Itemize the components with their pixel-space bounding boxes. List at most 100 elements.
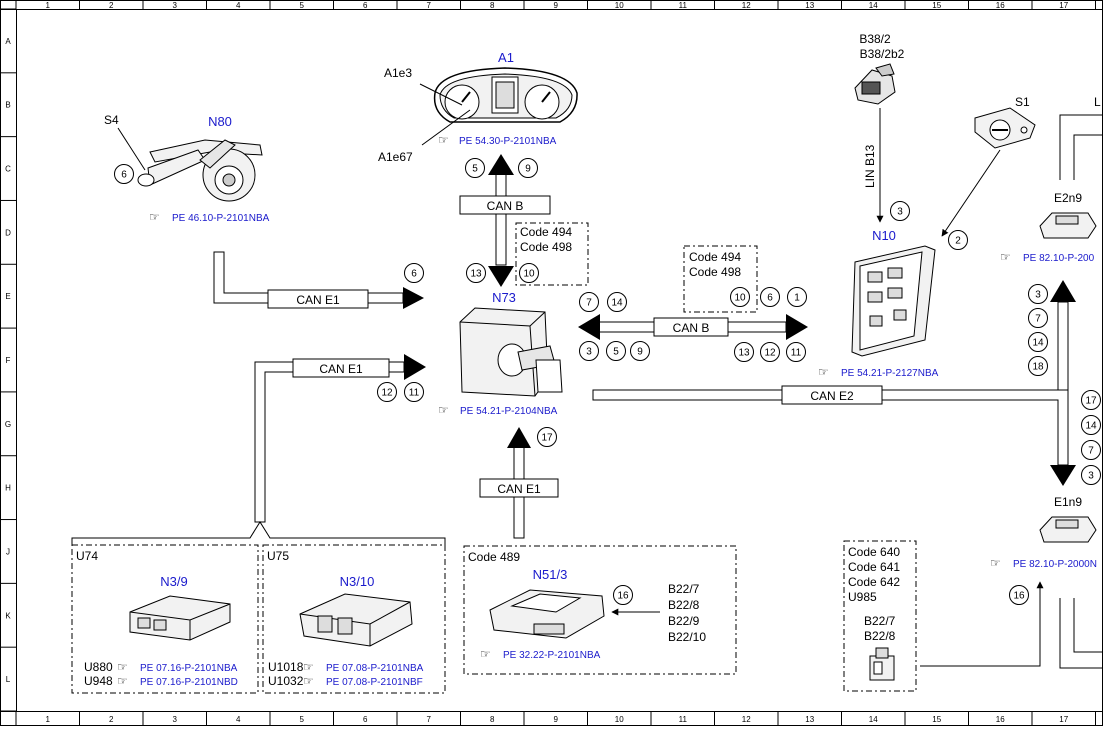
column-label-top: 7 (427, 1, 432, 10)
code-640-sensor-2: B22/8 (864, 629, 896, 643)
n51-ref-link[interactable]: PE 32.22-P-2101NBA (503, 650, 601, 661)
u948-label: U948 (84, 674, 113, 688)
e1n9-ref-link[interactable]: PE 82.10-P-2000N (1013, 559, 1097, 570)
n3-9-engine-ecu-icon (129, 595, 231, 641)
column-label-bottom: 13 (805, 715, 814, 724)
n3-10-engine-ecu-icon (299, 593, 413, 647)
can-b-horizontal-tag (653, 317, 729, 337)
u75-box (262, 544, 446, 694)
signal-circle: 9 (630, 341, 650, 361)
s1-light-switch-icon (974, 107, 1036, 149)
signal-circle: 17 (537, 427, 557, 447)
n51-sensor-3: B22/9 (668, 614, 700, 628)
n51-code-label: Code 489 (468, 550, 520, 564)
n51-airmatic-module-icon (489, 589, 605, 639)
row-label: K (5, 611, 11, 620)
row-label: D (5, 228, 11, 237)
signal-circle: 3 (1028, 284, 1048, 304)
u948-ref-link[interactable]: PE 07.16-P-2101NBD (140, 677, 238, 688)
e2n9-ref-icon: ☞ (1000, 250, 1011, 264)
e2n9-label: E2n9 (1054, 191, 1082, 205)
e2n9-ref-link[interactable]: PE 82.10-P-200 (1023, 253, 1095, 264)
svg-text:3: 3 (586, 347, 592, 358)
column-label-bottom: 2 (109, 715, 114, 724)
right-edge-wire-top (1059, 114, 1103, 180)
n3-10-label: N3/10 (340, 574, 375, 589)
u1032-ref-icon: ☞ (303, 674, 314, 688)
code-640-box (843, 540, 917, 692)
column-label-top: 4 (236, 1, 241, 10)
signal-circle: 7 (579, 292, 599, 312)
svg-text:6: 6 (767, 293, 773, 304)
b38-label-1: B38/2 (859, 32, 891, 46)
svg-text:7: 7 (586, 298, 592, 309)
signal-circle: 5 (606, 341, 626, 361)
a1-ref-icon: ☞ (438, 133, 449, 147)
svg-text:3: 3 (1088, 471, 1094, 482)
s4-label: S4 (104, 113, 119, 127)
svg-text:14: 14 (1032, 338, 1044, 349)
signal-circle: 11 (786, 342, 806, 362)
level-sensor-icon (869, 647, 895, 681)
u1032-ref-link[interactable]: PE 07.08-P-2101NBF (326, 677, 423, 688)
signal-circle: 9 (518, 158, 538, 178)
e1n9-light-module-icon (1039, 516, 1097, 543)
n10-label: N10 (872, 228, 896, 243)
n73-ref-link[interactable]: PE 54.21-P-2104NBA (460, 406, 558, 417)
column-label-top: 2 (109, 1, 114, 10)
n80-ref-link[interactable]: PE 46.10-P-2101NBA (172, 213, 270, 224)
svg-text:16: 16 (1013, 591, 1025, 602)
column-label-top: 17 (1059, 1, 1068, 10)
svg-text:6: 6 (121, 170, 127, 181)
column-label-bottom: 15 (932, 715, 941, 724)
a1e67-label: A1e67 (378, 150, 413, 164)
u74-u75-bracket (71, 521, 446, 545)
signal-circle: 14 (1028, 332, 1048, 352)
column-label-top: 6 (363, 1, 368, 10)
a1-ref-link[interactable]: PE 54.30-P-2101NBA (459, 136, 557, 147)
column-label-bottom: 12 (742, 715, 751, 724)
signal-circle: 11 (404, 382, 424, 402)
n51-sensor-4: B22/10 (668, 630, 706, 644)
code-box-2-line-2: Code 498 (689, 265, 741, 279)
column-label-top: 12 (742, 1, 751, 10)
row-label: E (5, 292, 10, 301)
signal-circle: 14 (607, 292, 627, 312)
n51-box (463, 545, 737, 675)
svg-text:6: 6 (411, 269, 417, 280)
svg-text:10: 10 (734, 293, 746, 304)
signal-circle: 13 (466, 263, 486, 283)
column-label-bottom: 8 (490, 715, 495, 724)
column-label-bottom: 11 (679, 715, 688, 724)
can-e1-upper-bus (213, 251, 424, 309)
svg-text:5: 5 (472, 164, 478, 175)
svg-text:1: 1 (794, 293, 800, 304)
svg-text:18: 18 (1032, 362, 1044, 373)
u880-ref-link[interactable]: PE 07.16-P-2101NBA (140, 663, 238, 674)
svg-text:11: 11 (791, 348, 802, 359)
e1n9-feed-wire (920, 581, 1044, 667)
row-label: L (6, 675, 11, 684)
u880-label: U880 (84, 660, 113, 674)
row-label: C (5, 165, 11, 174)
column-label-top: 11 (679, 1, 688, 10)
u74-label: U74 (76, 549, 98, 563)
u1018-ref-link[interactable]: PE 07.08-P-2101NBA (326, 663, 424, 674)
signal-circle: 16 (613, 585, 633, 605)
column-label-bottom: 17 (1059, 715, 1068, 724)
svg-text:13: 13 (470, 269, 482, 280)
column-label-bottom: 4 (236, 715, 241, 724)
u75-label: U75 (267, 549, 289, 563)
n10-ref-link[interactable]: PE 54.21-P-2127NBA (841, 368, 939, 379)
lin-b13-label: LIN B13 (863, 144, 877, 188)
svg-text:12: 12 (764, 348, 776, 359)
column-label-bottom: 14 (869, 715, 878, 724)
e1n9-label: E1n9 (1054, 495, 1082, 509)
svg-text:7: 7 (1035, 314, 1041, 325)
column-label-top: 8 (490, 1, 495, 10)
u880-ref-icon: ☞ (117, 660, 128, 674)
can-e1-n51-tag (479, 478, 559, 498)
